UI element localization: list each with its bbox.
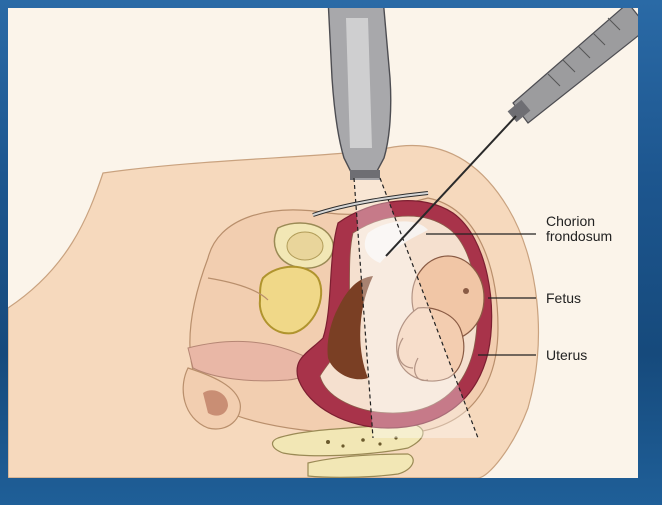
uterus-label: Uterus: [546, 348, 587, 363]
chorion-frondosum-label: Chorion frondosum: [546, 214, 612, 244]
chorion-label-line2: frondosum: [546, 229, 612, 244]
chorion-label-line1: Chorion: [546, 214, 612, 229]
fetus-label: Fetus: [546, 291, 581, 306]
illustration-panel: Chorion frondosum Fetus Uterus: [8, 8, 638, 478]
ultrasound-guided-sampling-diagram: [8, 8, 638, 478]
